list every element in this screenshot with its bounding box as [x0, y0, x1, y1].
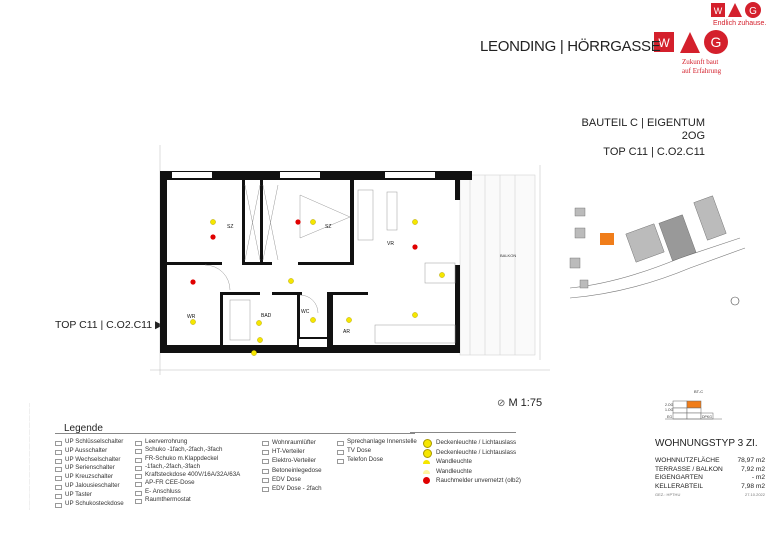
svg-text:W: W: [658, 36, 670, 50]
divider: [55, 433, 415, 434]
legend-lights: Deckenleuchte / Lichtauslass Deckenleuch…: [422, 438, 521, 486]
svg-text:G: G: [749, 6, 757, 17]
apartment-type: WOHNUNGSTYP 3 ZI.: [655, 438, 758, 449]
legend-title: Legende: [64, 423, 103, 434]
bauteil-label: BAUTEIL C | EIGENTUM: [581, 117, 705, 129]
room-label: SZ: [227, 224, 233, 230]
svg-text:BT-C: BT-C: [694, 389, 703, 394]
svg-text:DPKG: DPKG: [702, 415, 712, 419]
smoke-detector-icons: [190, 219, 418, 285]
room-label: SZ: [325, 224, 331, 230]
area-row: EIGENGARTEN- m2: [655, 474, 765, 482]
north-arrow-icon: ⊘: [497, 398, 506, 409]
room-label: VR: [387, 241, 394, 247]
svg-text:1.OG: 1.OG: [665, 408, 674, 412]
svg-text:W: W: [714, 6, 723, 16]
wag-logo-large: W G Zukunft baut auf Erfahrung: [654, 30, 728, 75]
level-diagram: BT-C 2.OG1.OG EG DPKG: [665, 389, 722, 420]
top-id: TOP C11 | C.O2.C11: [603, 146, 705, 158]
room-label: BAD: [261, 313, 272, 319]
floor-label: 2OG: [681, 130, 705, 142]
side-file-info: ········································…: [28, 402, 32, 510]
wag-logo-small: W G: [711, 2, 761, 18]
ceiling-light-icons: [190, 219, 445, 356]
svg-text:2.OG: 2.OG: [665, 403, 674, 407]
room-label: WC: [301, 309, 310, 315]
wag-logo-small-slogan: Endlich zuhause.: [713, 20, 767, 28]
entrance-marker: TOP C11 | C.O2.C11 ▶: [55, 319, 164, 331]
project-title: LEONDING | HÖRRGASSE: [480, 38, 661, 55]
balcony-label: BALKON: [500, 253, 516, 258]
scale-label: ⊘ M 1:75: [497, 397, 543, 409]
divider: [410, 432, 516, 433]
building-part: BAUTEIL C | EIGENTUM 2OG: [582, 117, 705, 143]
site-map: [569, 195, 746, 306]
svg-text:Zukunft baut: Zukunft baut: [682, 58, 718, 66]
room-label: WR: [187, 314, 196, 320]
svg-text:auf Erfahrung: auf Erfahrung: [682, 67, 722, 75]
svg-text:EG: EG: [667, 415, 672, 419]
room-label: AR: [343, 329, 350, 335]
north-arrow-icon: [730, 296, 740, 306]
floor-plan: BALKON: [150, 145, 550, 375]
svg-text:G: G: [711, 34, 722, 50]
